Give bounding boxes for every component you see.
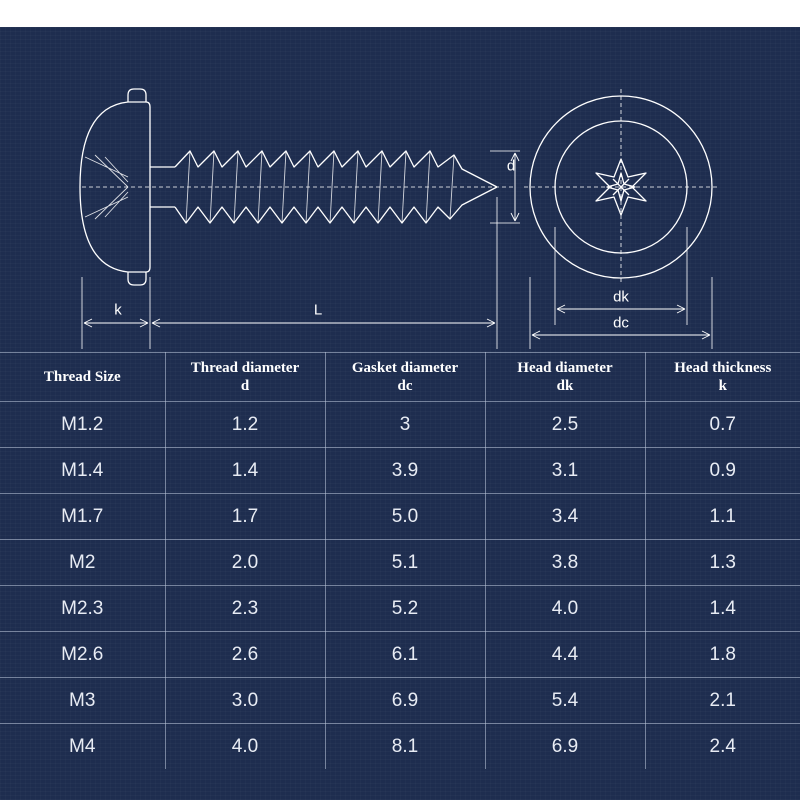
k-dimension-line — [83, 318, 149, 328]
header-thread-size: Thread Size — [0, 352, 166, 402]
table-cell: M3 — [0, 677, 166, 724]
top-view-crosshair — [524, 89, 718, 285]
table-cell: 5.2 — [324, 585, 486, 632]
d-label: d — [506, 157, 516, 175]
table-cell: 5.0 — [324, 493, 486, 540]
k-label: k — [114, 301, 122, 319]
table-cell: M1.2 — [0, 401, 166, 448]
table-cell: M1.7 — [0, 493, 166, 540]
extension-lines — [81, 150, 520, 349]
table-cell: 3.8 — [484, 539, 646, 586]
table-cell: 3.1 — [484, 447, 646, 494]
table-cell: 5.4 — [484, 677, 646, 724]
table-cell: 6.9 — [324, 677, 486, 724]
table-cell: 1.3 — [644, 539, 800, 586]
table-cell: 6.1 — [324, 631, 486, 678]
table-cell: M1.4 — [0, 447, 166, 494]
table-cell: 5.1 — [324, 539, 486, 586]
table-cell: 3.4 — [484, 493, 646, 540]
table-cell: 2.4 — [644, 723, 800, 769]
table-cell: 2.3 — [164, 585, 326, 632]
dk-dimension-line — [556, 304, 686, 314]
table-cell: M2.6 — [0, 631, 166, 678]
table-cell: 1.8 — [644, 631, 800, 678]
table-cell: 1.1 — [644, 493, 800, 540]
table-cell: 3.0 — [164, 677, 326, 724]
screw-drawing — [79, 88, 718, 349]
table-cell: 4.0 — [164, 723, 326, 769]
table-cell: 0.7 — [644, 401, 800, 448]
thread-top — [174, 150, 498, 188]
L-label: L — [313, 301, 323, 319]
dk-label: dk — [613, 288, 629, 306]
screw-diagram: k L d dk dc — [0, 27, 800, 357]
table-cell: 2.0 — [164, 539, 326, 586]
table-cell: 2.5 — [484, 401, 646, 448]
recess-lines — [84, 154, 129, 220]
thread-bottom — [174, 186, 498, 224]
table-cell: 1.7 — [164, 493, 326, 540]
screw-shank — [150, 166, 175, 208]
screw-head-side — [79, 88, 151, 286]
table-cell: 0.9 — [644, 447, 800, 494]
table-cell: 4.0 — [484, 585, 646, 632]
table-cell: M2.3 — [0, 585, 166, 632]
dc-label: dc — [613, 314, 629, 332]
table-cell: M4 — [0, 723, 166, 769]
table-cell: 6.9 — [484, 723, 646, 769]
table-cell: 2.1 — [644, 677, 800, 724]
L-dimension-line — [151, 318, 496, 328]
table-cell: 3 — [324, 401, 486, 448]
top-view-extension-lines — [529, 227, 713, 349]
d-dimension-line — [510, 152, 520, 222]
table-cell: 1.4 — [164, 447, 326, 494]
dc-dimension-line — [531, 330, 711, 340]
table-cell: 8.1 — [324, 723, 486, 769]
table-cell: 1.2 — [164, 401, 326, 448]
table-cell: 2.6 — [164, 631, 326, 678]
table-cell: 1.4 — [644, 585, 800, 632]
table-cell: M2 — [0, 539, 166, 586]
table-cell: 4.4 — [484, 631, 646, 678]
table-cell: 3.9 — [324, 447, 486, 494]
